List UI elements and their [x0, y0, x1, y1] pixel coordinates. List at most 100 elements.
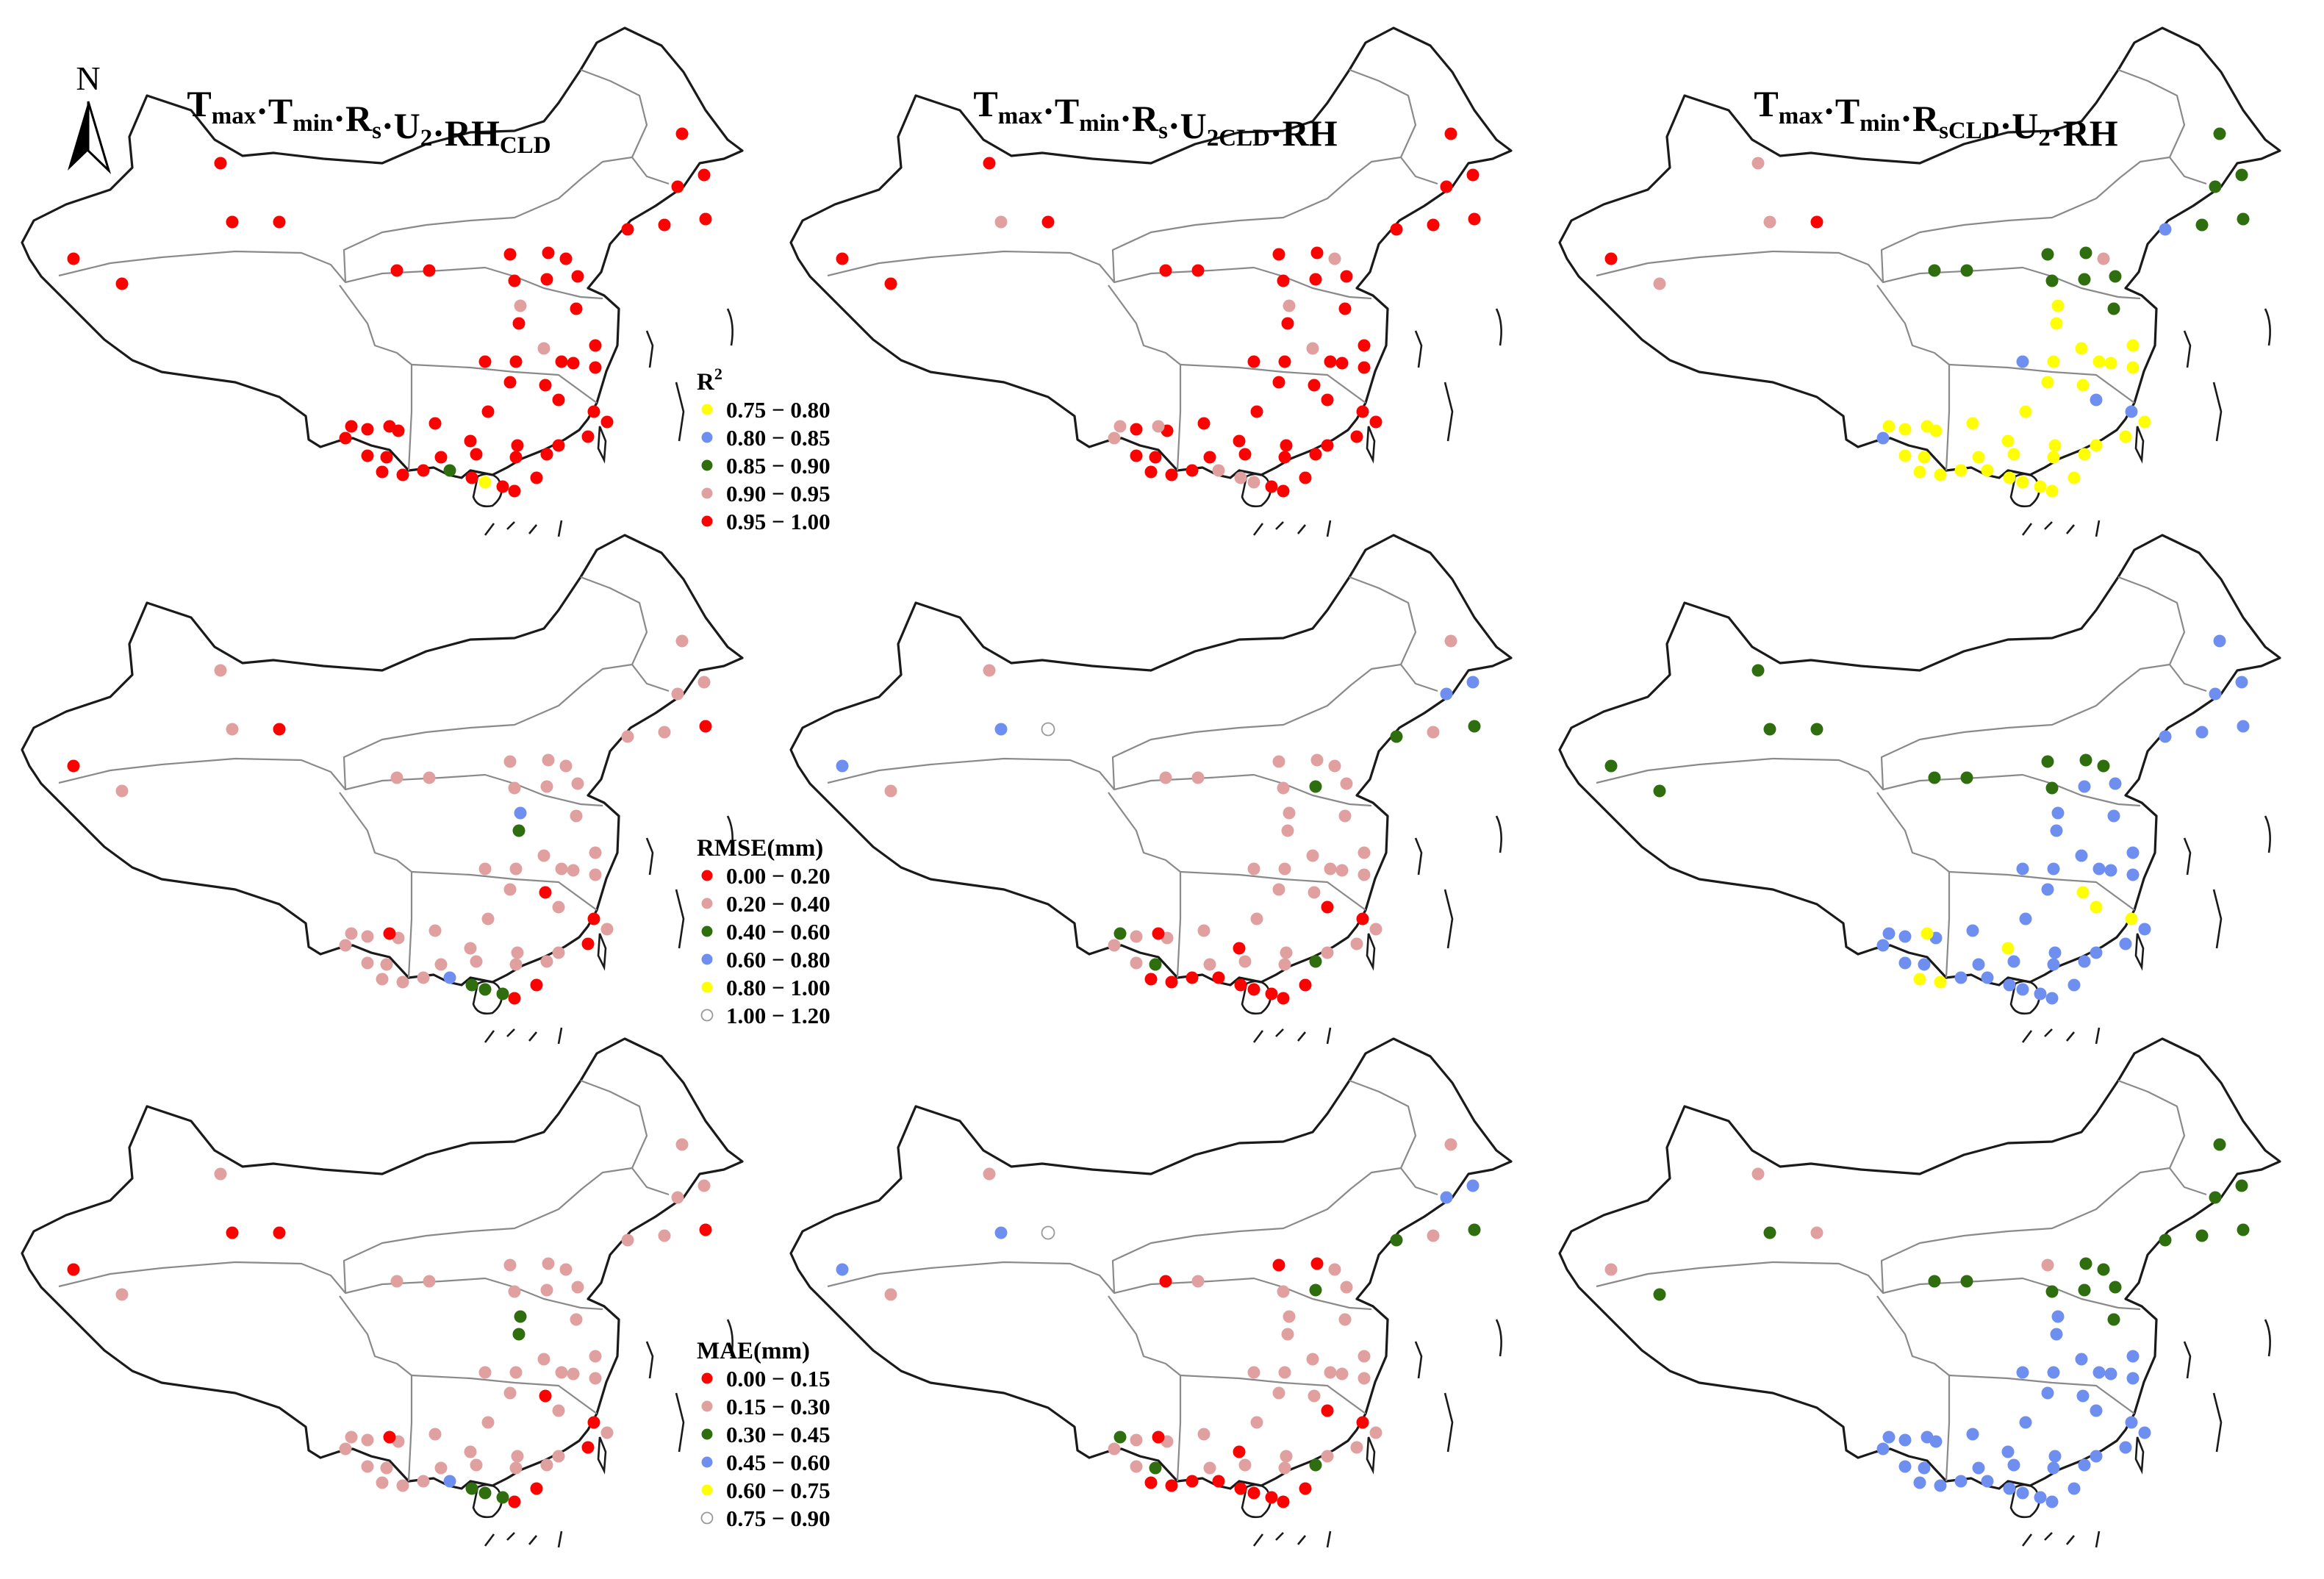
island-outline [2183, 837, 2192, 876]
island-outline [1443, 1392, 1454, 1453]
legend-row-1: R20.75 − 0.800.80 − 0.850.85 − 0.900.90 … [697, 365, 831, 534]
region-boundary [1876, 1295, 1951, 1482]
station-point-yellow [1972, 451, 1985, 464]
region-boundary [1880, 1167, 2170, 1294]
station-point-yellow [2119, 430, 2132, 443]
station-point-red [699, 1223, 712, 1236]
station-point-red [1149, 451, 1162, 464]
station-point-pink [423, 771, 436, 784]
station-point-pink [559, 1263, 573, 1276]
station-point-red [1041, 215, 1055, 229]
station-point-blue [2067, 1482, 2081, 1495]
region-boundary [1180, 363, 1366, 404]
north-arrow-outline [87, 101, 112, 175]
station-point-red [539, 886, 552, 899]
station-point-green [2209, 180, 2222, 193]
station-point-pink [503, 755, 517, 768]
station-point-yellow [2104, 357, 2117, 370]
station-point-green [1309, 780, 1322, 793]
station-point-blue [2003, 1482, 2016, 1495]
station-point-pink [1277, 781, 1290, 795]
country-outline [789, 1037, 1513, 1490]
station-point-blue [1981, 1475, 1994, 1488]
country-outline [21, 26, 744, 479]
station-point-red [1390, 223, 1403, 236]
station-point-pink [417, 1475, 430, 1488]
region-boundary [1596, 250, 2141, 300]
station-point-red [540, 448, 553, 461]
station-point-yellow [1934, 468, 1947, 481]
station-point-pink [376, 1476, 389, 1489]
station-point-blue [1918, 1461, 1931, 1475]
legend-label: 0.00 − 0.15 [726, 1366, 831, 1392]
station-point-red [496, 480, 509, 493]
legend-label: 0.80 − 0.85 [726, 425, 831, 451]
region-boundary [339, 1295, 413, 1482]
station-point-red [884, 277, 897, 290]
station-point-pink [589, 846, 602, 859]
station-point-pink [503, 883, 517, 896]
station-point-pink [396, 975, 409, 989]
station-point-pink [555, 862, 568, 876]
station-point-red [1340, 270, 1353, 283]
station-point-blue [1876, 939, 1890, 952]
region-boundary [580, 68, 670, 185]
station-point-pink [1278, 1366, 1291, 1379]
station-point-pink [1212, 464, 1225, 477]
station-point-pink [417, 971, 430, 984]
station-point-blue [2119, 1441, 2132, 1454]
station-point-red [1277, 992, 1290, 1005]
island-outline [1241, 980, 1272, 1015]
station-point-red [1356, 912, 1369, 925]
station-point-red [1321, 393, 1334, 407]
region-boundary [1111, 156, 1402, 283]
station-point-green [496, 987, 509, 1000]
station-point-red [1356, 405, 1369, 418]
station-point-red [1144, 465, 1158, 479]
station-point-green [2237, 1223, 2250, 1236]
station-point-red [587, 1416, 600, 1429]
station-point-pink [1272, 1386, 1285, 1400]
station-point-pink [994, 215, 1008, 229]
station-point-red [697, 168, 711, 182]
station-point-pink [589, 1350, 602, 1363]
station-point-green [2213, 127, 2226, 140]
station-point-green [2041, 248, 2054, 261]
island-outline [597, 933, 607, 971]
island-outline [1414, 1341, 1423, 1379]
station-point-green [1309, 1283, 1322, 1297]
station-point-blue [1913, 1476, 1926, 1489]
station-point-pink [697, 1179, 711, 1192]
station-point-pink [509, 958, 523, 971]
station-point-red [226, 1226, 239, 1239]
column-title-2: Tmax·Tmin·Rs·U2CLD·RH [973, 83, 1337, 154]
island-outline [1495, 815, 1502, 853]
station-point-red [658, 218, 671, 232]
station-point-pink [552, 901, 565, 914]
station-point-pink [1250, 912, 1263, 925]
island-outline [597, 1436, 607, 1475]
station-point-green [2159, 1234, 2172, 1247]
island-outline [1366, 426, 1376, 464]
country-outline [1558, 26, 2281, 479]
legend-label: 0.75 − 0.80 [726, 397, 831, 423]
station-point-yellow [1913, 973, 1926, 986]
station-point-blue [2016, 983, 2029, 996]
station-point-pink [509, 1366, 523, 1379]
region-boundary [1349, 1079, 1438, 1196]
station-point-red [1310, 1257, 1324, 1270]
station-point-blue [2104, 864, 2117, 877]
station-point-pink [1604, 1263, 1618, 1276]
station-point-pink [675, 634, 689, 648]
station-point-yellow [2138, 415, 2151, 429]
station-point-pink [600, 1426, 614, 1439]
station-point-blue [2109, 777, 2122, 790]
station-point-green [1928, 771, 1941, 784]
station-point-pink [509, 862, 523, 876]
station-point-red [542, 246, 555, 259]
station-point-pink [1283, 1310, 1296, 1323]
island-outline [472, 1483, 503, 1519]
station-point-blue [2119, 937, 2132, 950]
station-point-blue [1440, 687, 1453, 701]
station-point-pink [376, 973, 389, 986]
